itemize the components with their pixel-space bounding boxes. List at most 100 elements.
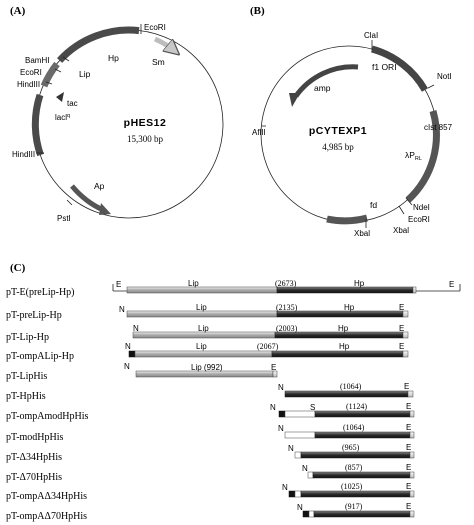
site-label-end: E	[449, 280, 454, 289]
construct-row: pT-modHpHis N (1064) E	[6, 423, 415, 443]
site-bamhi: BamHI	[25, 56, 49, 65]
gene-sm-arrow	[153, 36, 176, 52]
mod-segment	[294, 451, 302, 459]
construct-name: pT-HpHis	[6, 391, 46, 402]
construct-name: pT-ompAΔ70HpHis	[6, 511, 87, 522]
tick-bamhi	[62, 56, 70, 62]
site-label-end: E	[406, 482, 411, 491]
end-segment	[409, 431, 415, 439]
site-aflii: AflII	[252, 128, 266, 137]
length-label: (1025)	[341, 482, 363, 491]
tick-ndei	[405, 197, 413, 206]
site-ndei: NdeI	[413, 203, 430, 212]
site-clai: ClaI	[364, 31, 378, 40]
hp-segment	[276, 286, 414, 294]
ompa-segment	[278, 410, 286, 418]
length-label: (2003)	[276, 324, 298, 333]
construct-name: pT-E(preLip-Hp)	[6, 287, 75, 298]
plasmid-b-size: 4,985 bp	[322, 142, 354, 152]
gene-hp-arc	[57, 26, 140, 63]
hp-segment	[313, 510, 411, 518]
ompa-segment	[288, 490, 296, 498]
site-xbai-left: Xbal	[354, 229, 370, 238]
end-segment	[407, 390, 414, 398]
site-label-start: N	[124, 362, 130, 371]
end-segment	[409, 451, 415, 459]
site-label-start: N	[282, 483, 288, 492]
tick-hindiii-top	[45, 81, 53, 85]
length-label: (1064)	[340, 382, 362, 391]
construct-name: pT-ompAmodHpHis	[6, 411, 89, 422]
hp-segment	[271, 350, 404, 358]
end-segment	[402, 331, 409, 339]
hp-label: Hp	[344, 303, 355, 312]
site-ecori-b: EcoRI	[408, 215, 430, 224]
length-label: (965)	[342, 443, 360, 452]
hp-label: Hp	[338, 324, 349, 333]
tick-psti	[66, 199, 73, 206]
site-label-end: E	[399, 303, 404, 312]
construct-row: pT-Δ34HpHis N (965) E	[6, 443, 415, 463]
construct-row: pT-E(preLip-Hp) E Lip (2673) Hp E	[6, 279, 461, 298]
gene-ap-label: Ap	[94, 181, 105, 191]
amp-arc	[293, 64, 359, 98]
fd-arc	[326, 214, 368, 225]
lip-label: Lip (992)	[191, 363, 223, 372]
construct-row: pT-LipHis N Lip (992) E	[6, 362, 278, 382]
lip-label: Lip	[198, 324, 209, 333]
ap-arrowhead	[99, 203, 111, 215]
construct-name: pT-ompALip-Hp	[6, 351, 74, 362]
construct-row: pT-ompAΔ70HpHis N (917) E	[6, 502, 415, 522]
panel-b-label: (B)	[250, 5, 265, 17]
site-label-start: E	[116, 280, 121, 289]
hp-label: Hp	[339, 342, 350, 351]
length-label: (917)	[345, 502, 363, 511]
site-label-end: E	[406, 502, 411, 511]
site-label-start: N	[125, 342, 131, 351]
end-segment	[409, 410, 415, 418]
end-segment	[409, 471, 415, 479]
site-label-end: E	[406, 463, 411, 472]
gene-f1ori-label: f1 ORI	[372, 62, 397, 72]
site-label-end: E	[406, 443, 411, 452]
end-segment	[402, 310, 409, 318]
construct-name: pT-ompAΔ34HpHis	[6, 491, 87, 502]
site-label-start: N	[278, 383, 284, 392]
length-label: (1124)	[346, 402, 367, 411]
site-label-start: N	[302, 464, 308, 473]
length-label: (857)	[345, 463, 363, 472]
construct-name: pT-preLip-Hp	[6, 310, 62, 321]
gene-lacl-label: laclq	[55, 113, 70, 122]
end-segment	[409, 490, 415, 498]
mod-segment	[308, 510, 315, 518]
panel-c: (C) pT-E(preLip-Hp) E Lip (2673) Hp E pT…	[6, 262, 461, 522]
mod-segment	[284, 431, 316, 439]
hp-segment	[284, 390, 409, 398]
lip-label: Lip	[196, 303, 207, 312]
panel-c-label: (C)	[10, 262, 26, 274]
gene-sm-label: Sm	[152, 57, 165, 67]
plasmid-b-name: pCYTEXP1	[309, 125, 367, 137]
gene-amp-label: amp	[314, 83, 331, 93]
panel-b: (B) ClaI NotI f1 ORI amp cIst 857 AflII …	[250, 5, 453, 238]
site-xbai-right: Xbal	[393, 226, 409, 235]
construct-row: pT-ompAΔ34HpHis N (1025) E	[6, 482, 415, 502]
tick-ecori	[398, 205, 405, 215]
gene-lip-label: Lip	[79, 69, 91, 79]
lip-segment	[126, 286, 278, 294]
site-label-start: N	[119, 305, 125, 314]
site-label-end: E	[406, 402, 411, 411]
construct-row: pT-ompAmodHpHis N S (1124) E	[6, 402, 415, 422]
site-label-start: N	[133, 324, 139, 333]
plasmid-a-name: pHES12	[124, 117, 167, 129]
construct-name: pT-Δ70HpHis	[6, 472, 62, 483]
hp-segment	[300, 490, 411, 498]
panel-a: (A) EcoRI Hp Sm BamHI EcoRI Lip HindIII …	[10, 5, 224, 223]
tac-promoter-icon	[56, 92, 64, 102]
gene-cits857-label: cIst 857	[424, 123, 453, 132]
site-label-start: N	[278, 424, 284, 433]
site-label-end: E	[399, 342, 404, 351]
construct-name: pT-Lip-Hp	[6, 332, 49, 343]
construct-row: pT-HpHis N (1064) E	[6, 382, 414, 402]
